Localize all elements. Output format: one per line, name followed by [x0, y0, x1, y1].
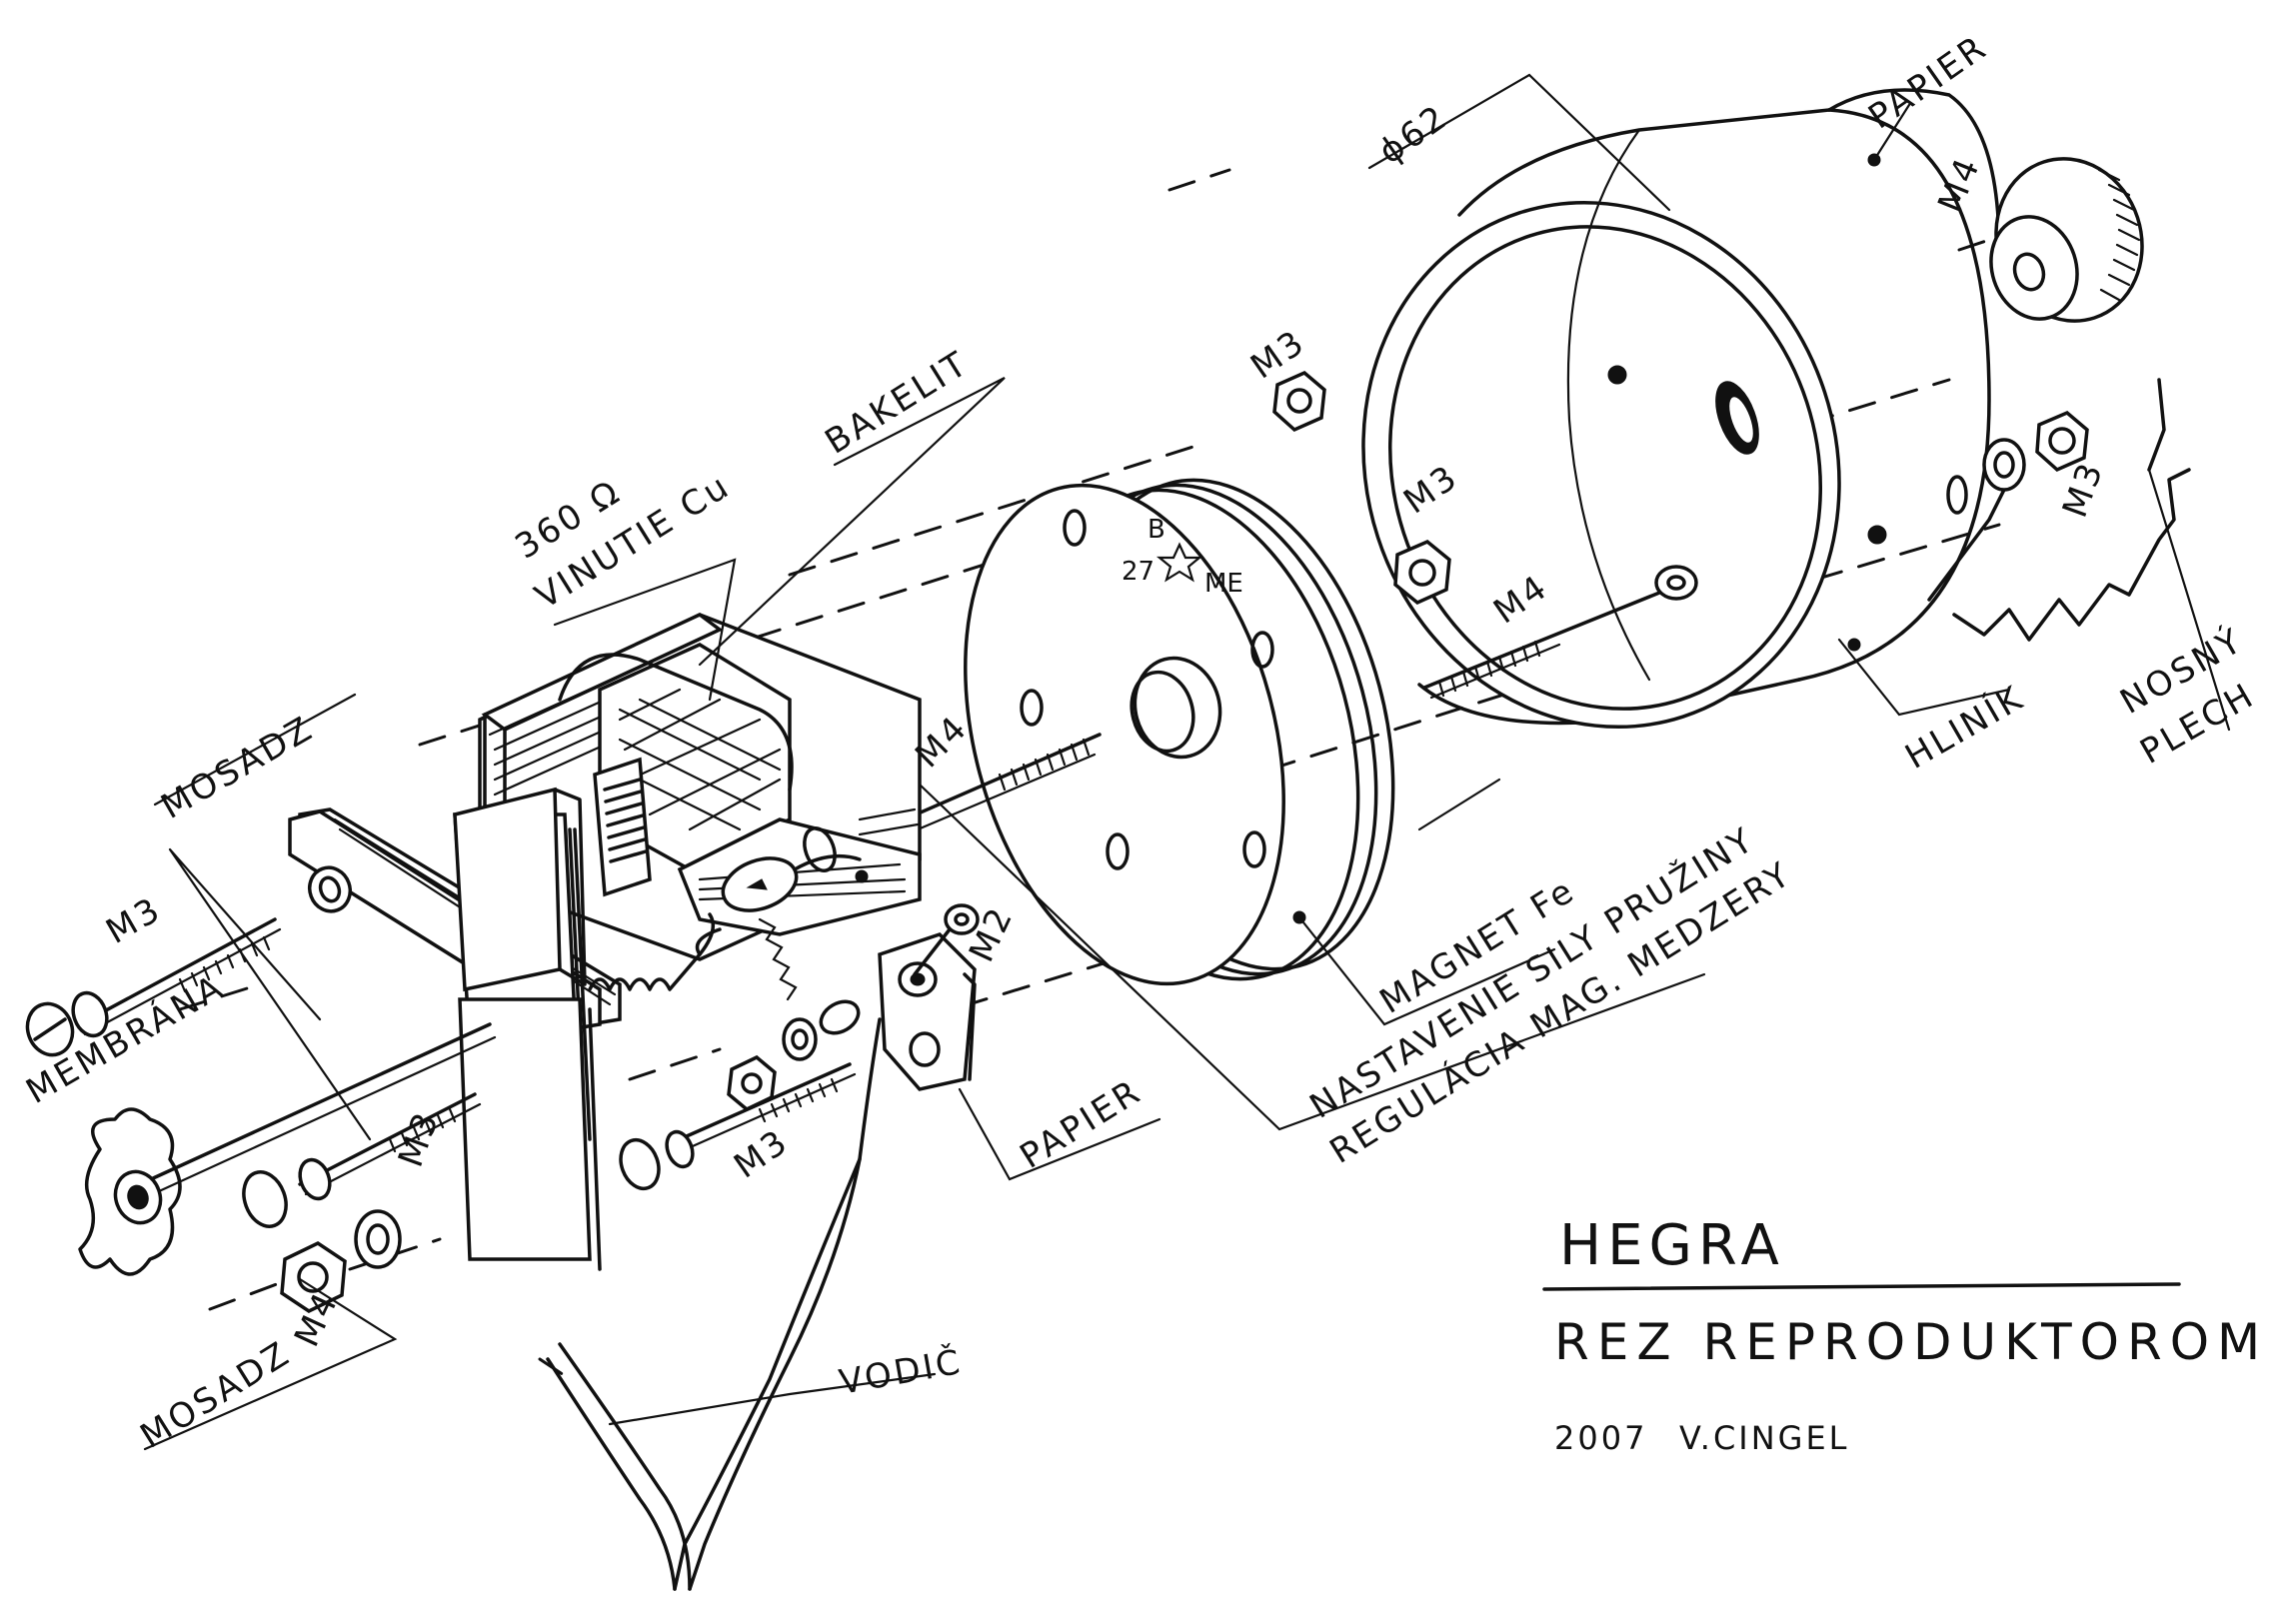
- title-author: V.CINGEL: [1679, 1419, 1850, 1457]
- magnet-disc: [964, 478, 1395, 986]
- label-vodic: VODIČ: [836, 1341, 966, 1403]
- stamp-me: ME: [1204, 569, 1243, 599]
- label-mosadz-top: MOSADZ: [155, 709, 321, 827]
- tension-spring: [588, 912, 722, 991]
- leader-lines: [143, 73, 2231, 1451]
- nut-m3-right: [1946, 410, 2089, 515]
- screw-m3-top: [25, 917, 282, 1057]
- label-bakelit: BAKELIT: [819, 343, 977, 462]
- membrane: [78, 1107, 182, 1276]
- stamp-27: 27: [1122, 557, 1154, 587]
- nut-m4-bottom: [280, 1209, 402, 1314]
- stamp-b: B: [1148, 515, 1165, 545]
- title-year: 2007: [1554, 1419, 1647, 1457]
- title-name: HEGRA: [1559, 1213, 1785, 1278]
- label-mosadz-bottom: MOSADZ: [134, 1333, 299, 1457]
- nut-m3-mid: [727, 1017, 818, 1112]
- nut-m3-drum: [1393, 539, 1451, 606]
- label-m3-mid: M3: [391, 1105, 448, 1172]
- label-m4-knob: M4: [1930, 151, 1988, 219]
- title-subtitle: REZ REPRODUKTOROM: [1554, 1313, 2268, 1371]
- threaded-rod-m4: [1422, 565, 1698, 700]
- label-hlinik: HLINÍK: [1898, 677, 2031, 778]
- paper-ring: [1827, 88, 2021, 652]
- screw-m3-lower: [619, 1062, 857, 1191]
- magnet-stamp: B 27 ME: [1122, 515, 1243, 599]
- screw-m3-mid: [242, 1092, 482, 1228]
- title-block: HEGRA REZ REPRODUKTOROM 2007 V.CINGEL: [1542, 1213, 2268, 1457]
- label-phi62: ϕ62: [1371, 97, 1455, 173]
- lead-wires: [538, 1017, 882, 1591]
- small-spring: [758, 917, 861, 1035]
- label-m3-lower: M3: [727, 1121, 797, 1186]
- label-papier-mid: PAPIER: [1014, 1071, 1149, 1177]
- label-nastavenie: NASTAVENIE SILY PRUŽINY: [1302, 818, 1762, 1126]
- mounting-plate: [1952, 378, 2191, 642]
- rubber-pads: [453, 787, 587, 992]
- adjustment-knob: [1989, 157, 2144, 323]
- membrane-rod: [138, 1022, 497, 1199]
- label-papier-top: PAPIER: [1861, 27, 1995, 137]
- aluminium-housing: [1361, 108, 1991, 730]
- coil-assembly: [478, 612, 922, 961]
- paper-tab: [878, 903, 980, 1091]
- label-m3-left: M3: [100, 889, 169, 952]
- nut-m3-top: [1272, 370, 1326, 433]
